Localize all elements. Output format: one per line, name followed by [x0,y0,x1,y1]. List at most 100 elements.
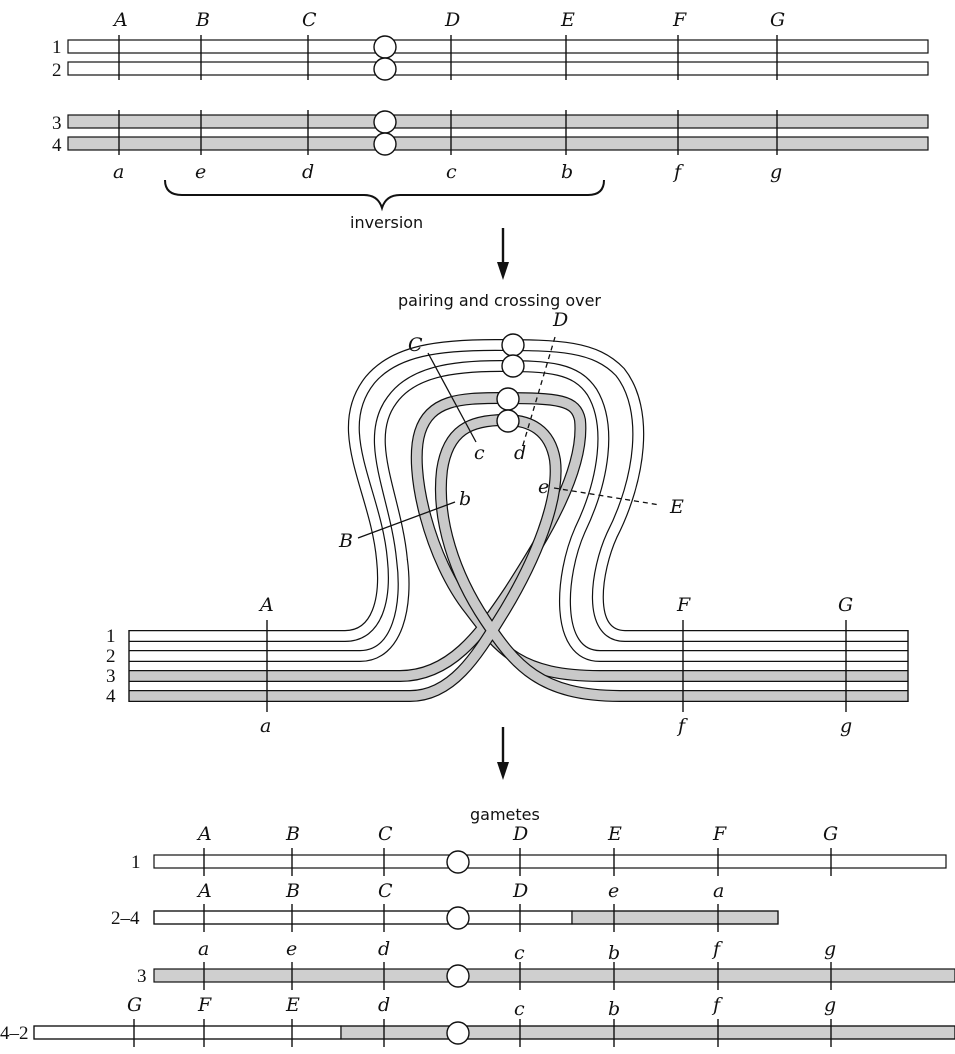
gene-label: f [711,994,723,1016]
gamete-centromere [446,964,470,988]
gene-label: b [459,488,471,510]
chromosome-number: 4 [52,135,62,156]
gene-label: e [286,938,297,960]
gene-label: B [195,9,210,31]
gametes-caption: gametes [470,805,540,824]
gene-label: d [378,938,390,960]
paired-chromosome-2 [129,361,908,661]
chromosome-number: 3 [52,113,62,134]
gene-label: c [514,998,525,1020]
gene-label: e [195,161,206,183]
gene-label: e [538,476,549,498]
gamete-label: 3 [137,966,147,987]
inversion-caption: inversion [350,213,423,232]
gene-label: G [823,823,838,845]
gamete-1-chromosome [153,854,947,869]
gene-label: C [408,334,423,356]
gene-label: F [197,994,212,1016]
gene-label: D [512,823,528,845]
gene-label: a [713,880,724,902]
gene-label: d [302,161,314,183]
section-inversion-loop: 1 2 3 4 A a F G f g C D B E c d b e [106,309,909,737]
gene-label: a [260,715,271,737]
gene-label: E [560,9,575,31]
gene-label: a [113,161,124,183]
gene-label: e [608,880,619,902]
gamete-centromere [446,850,470,874]
gene-ticks-bottom [118,110,778,155]
gene-label: B [338,530,353,552]
gene-label: D [512,880,528,902]
chromosome-number: 3 [106,666,116,687]
gene-label: D [444,9,460,31]
gene-label: b [608,998,620,1020]
gene-label: b [561,161,573,183]
gene-label: g [770,161,782,183]
gene-label: F [672,9,687,31]
gamete-3-chromosome [153,968,955,983]
gene-label: C [302,9,317,31]
chromosome-number: 1 [106,626,116,647]
centromere-2 [373,57,397,81]
centromere-3 [373,110,397,134]
centromere-loop-4 [496,409,520,433]
gene-label: D [552,309,568,331]
gene-label: C [378,823,393,845]
gamete-label: 1 [131,852,141,873]
down-arrow-icon [497,228,509,280]
paired-chromosome-1 [129,340,908,641]
gene-label: F [676,594,691,616]
chromosome-1 [67,39,929,54]
gene-label: A [258,594,274,616]
gene-label: G [127,994,142,1016]
gene-label: E [669,496,684,518]
chromosome-4 [67,136,929,151]
gene-label: d [514,442,526,464]
gene-label: f [711,938,723,960]
centromere-loop-2 [501,354,525,378]
gene-label: G [770,9,785,31]
chromosome-3 [67,114,929,129]
gamete-label: 2–4 [111,908,140,929]
gene-label: c [446,161,457,183]
centromere-loop-1 [501,333,525,357]
chromosome-number: 2 [52,60,62,81]
gene-label: B [285,880,300,902]
gamete-centromere [446,1021,470,1045]
gene-label: C [378,880,393,902]
gamete-label: 4–2 [0,1023,29,1044]
inversion-brace [164,179,605,212]
gene-label: A [112,9,128,31]
centromere-loop-3 [496,387,520,411]
centromere-1 [373,35,397,59]
gene-label: B [285,823,300,845]
chromosome-number: 1 [52,37,62,58]
section-homologs: 1 2 3 4 A B C D E F G a e d c b f g inve… [52,9,929,232]
gene-ticks-top [118,35,778,80]
gene-label: A [196,823,212,845]
down-arrow-icon [497,727,509,780]
gene-label: c [474,442,485,464]
gene-label: f [676,715,688,737]
centromere-4 [373,132,397,156]
section-gametes: 1 2–4 3 4–2 A B C D E F G A B C D e a a … [0,823,955,1047]
gene-label: E [607,823,622,845]
gene-label: g [824,938,836,960]
gene-label: f [672,161,684,183]
gene-label: g [824,994,836,1016]
gene-label: G [838,594,853,616]
chromosome-2 [67,61,929,76]
gamete-centromere [446,906,470,930]
gene-label: c [514,942,525,964]
gene-label: a [198,938,209,960]
gene-label: b [608,942,620,964]
gene-label: d [378,994,390,1016]
gene-label: F [712,823,727,845]
gene-label: E [285,994,300,1016]
gene-label: A [196,880,212,902]
chromosome-number: 4 [106,686,116,707]
gene-label: g [840,715,852,737]
gamete-4-2-chromosome [33,1025,955,1040]
pairing-caption: pairing and crossing over [398,291,601,310]
